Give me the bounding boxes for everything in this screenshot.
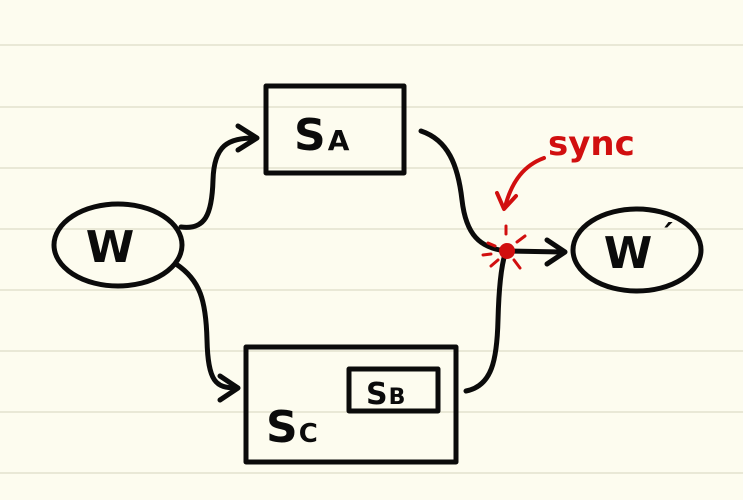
subsystem-b-label: SB: [366, 377, 405, 412]
subsystem-b-node: SB: [346, 366, 441, 414]
arrow-sc-to-sync: [463, 248, 509, 394]
subsystem-a-box: [263, 83, 407, 176]
subsystem-c-node: SC SB: [243, 344, 459, 465]
output-state-label: W: [604, 228, 653, 279]
sync-annotation: sync: [495, 124, 635, 211]
flow-arrows: [173, 123, 568, 403]
arrowhead-sync-to-output: [544, 237, 568, 267]
subsystem-c-box: [243, 344, 459, 465]
sync-burst-ray: [489, 258, 500, 268]
sync-point: [499, 243, 515, 259]
subsystem-c-label: SC: [266, 402, 318, 453]
arrow-w-to-sc: [173, 261, 239, 391]
subsystem-a-node: SA: [263, 83, 407, 176]
arrowhead-w-to-sa: [235, 123, 260, 153]
sync-burst-ray: [515, 234, 527, 244]
input-state-node: W: [51, 201, 185, 289]
arrow-sa-to-sync: [418, 128, 509, 254]
output-state-ellipse: [570, 206, 704, 294]
subsystem-b-box: [346, 366, 441, 414]
arrow-sync-to-output: [503, 248, 565, 255]
ruled-paper-lines: [0, 44, 743, 474]
sync-burst-ray: [512, 258, 522, 270]
sync-label: sync: [548, 124, 635, 164]
sync-marker: [481, 224, 527, 270]
arrowhead-w-to-sc: [217, 373, 241, 403]
output-state-node: W ´: [570, 206, 704, 294]
subsystem-a-label: SA: [294, 110, 350, 161]
input-state-label: W: [86, 222, 135, 273]
sync-callout-arrow: [503, 156, 546, 209]
output-state-prime-mark: ´: [659, 219, 674, 254]
arrow-w-to-sa: [178, 135, 258, 230]
input-state-ellipse: [51, 201, 185, 289]
sync-burst-ray: [481, 252, 493, 257]
sync-burst-ray: [486, 241, 497, 248]
sync-callout-arrowhead: [495, 191, 518, 211]
